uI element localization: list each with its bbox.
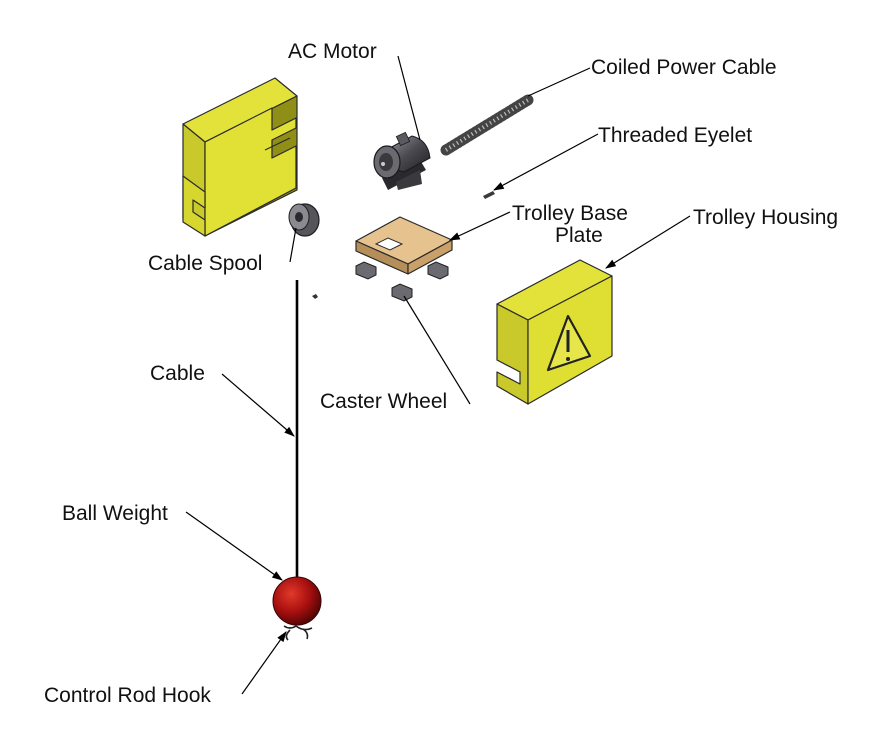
ac-motor-part [373, 131, 431, 190]
housing-left-part [182, 77, 298, 237]
ball-weight-part [272, 576, 322, 626]
label-ball-weight: Ball Weight [62, 502, 168, 525]
leader-trolley-housing [605, 215, 691, 269]
label-caster-wheel: Caster Wheel [320, 390, 447, 413]
warning-triangle-icon [546, 314, 592, 372]
leader-control-rod-hook [241, 631, 287, 695]
caster-wheel-part [355, 261, 449, 302]
label-trolley-housing: Trolley Housing [693, 206, 838, 229]
small-screw-part [312, 294, 318, 299]
leader-trolley-base-plate [449, 211, 511, 241]
label-cable-spool: Cable Spool [148, 252, 262, 275]
threaded-eyelet-part [483, 191, 495, 199]
leader-coiled-power-cable [527, 67, 591, 97]
label-threaded-eyelet: Threaded Eyelet [598, 124, 752, 147]
leader-caster-wheel [403, 295, 471, 405]
cable-spool-part [288, 203, 320, 237]
leader-threaded-eyelet [493, 133, 599, 191]
leader-cable [221, 373, 295, 437]
leader-lines [185, 55, 691, 695]
coiled-power-cable-part [440, 94, 534, 156]
trolley-base-plate-part [355, 216, 453, 275]
label-coiled-power-cable: Coiled Power Cable [591, 56, 777, 79]
leader-ball-weight [185, 511, 283, 581]
label-cable: Cable [150, 362, 205, 385]
control-rod-hook-part [283, 625, 313, 641]
leader-ac-motor [397, 55, 421, 141]
label-trolley-base-plate-line2: Plate [555, 224, 603, 247]
label-control-rod-hook: Control Rod Hook [44, 684, 211, 707]
trolley-housing-part [496, 259, 613, 405]
label-ac-motor: AC Motor [288, 40, 377, 63]
label-trolley-base-plate-line1: Trolley Base [512, 202, 628, 225]
leader-cable-spool [289, 227, 297, 263]
